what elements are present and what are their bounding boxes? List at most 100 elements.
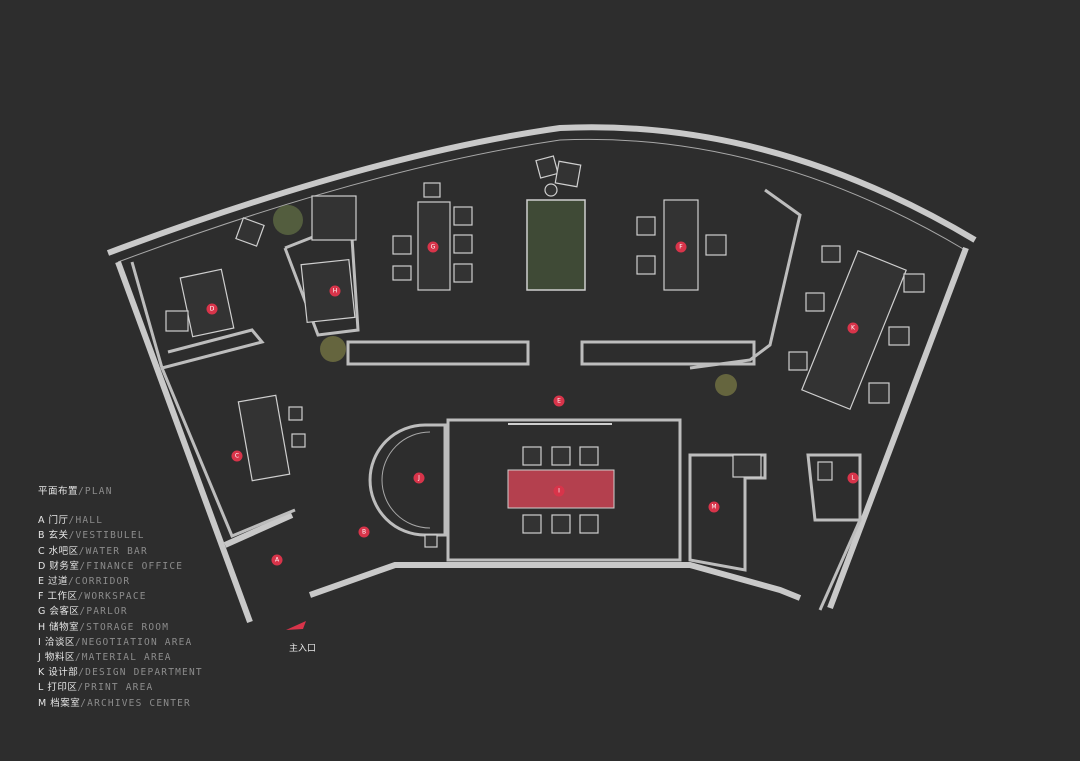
left-exterior-wall xyxy=(115,260,253,624)
negotiation-chair-1 xyxy=(522,446,542,466)
legend-key: D xyxy=(38,560,50,572)
room-marker-h xyxy=(329,285,341,297)
legend-en: /CORRIDOR xyxy=(68,576,131,588)
legend-en: /VESTIBULEL xyxy=(68,530,145,542)
workspace-chair-1 xyxy=(636,216,656,236)
room-marker-label-c: C xyxy=(235,453,239,460)
legend-en: /ARCHIVES CENTER xyxy=(80,697,191,709)
room-marker-label-d: D xyxy=(210,306,215,313)
room-marker-label-l: L xyxy=(851,475,855,482)
parlor-chair-1 xyxy=(423,182,441,198)
legend-en: /WATER BAR xyxy=(78,545,148,557)
parlor-chair-6 xyxy=(392,265,412,281)
room-marker-b xyxy=(358,526,370,538)
room-marker-label-m: M xyxy=(711,504,716,511)
room-k-wall xyxy=(689,188,802,370)
negotiation-chair-4 xyxy=(522,514,542,534)
design-chair-4 xyxy=(888,326,910,346)
legend-key: C xyxy=(38,545,49,557)
legend-key: I xyxy=(38,636,45,648)
courtyard-chair-1 xyxy=(535,155,559,179)
right-exterior-wall xyxy=(827,246,969,610)
legend-cn: 储物室 xyxy=(49,621,80,633)
room-marker-label-i: I xyxy=(558,488,560,495)
right-inner-wall xyxy=(818,519,862,611)
room-marker-m xyxy=(708,501,720,513)
room-marker-f xyxy=(675,241,687,253)
room-marker-label-e: E xyxy=(557,398,561,405)
room-marker-label-j: J xyxy=(417,475,420,482)
legend-item-c: C 水吧区/WATER BAR xyxy=(38,544,203,559)
legend-item-l: L 打印区/PRINT AREA xyxy=(38,680,203,695)
legend-item-h: H 储物室/STORAGE ROOM xyxy=(38,620,203,635)
legend-item-a: A 门厅/HALL xyxy=(38,513,203,528)
negotiation-chair-3 xyxy=(579,446,599,466)
storage-block xyxy=(311,195,357,241)
planter-3 xyxy=(715,374,737,396)
room-marker-c xyxy=(231,450,243,462)
legend-cn: 洽谈区 xyxy=(44,636,75,648)
legend-cn: 过道 xyxy=(48,576,69,588)
parlor-chair-2 xyxy=(453,206,473,226)
partition-right xyxy=(580,340,756,366)
room-marker-label-f: F xyxy=(679,244,683,251)
bottom-wall xyxy=(309,562,802,601)
planter-1 xyxy=(273,205,303,235)
curved-exterior-wall-inner xyxy=(117,138,966,263)
storage-cabinet xyxy=(300,258,356,324)
legend-key: H xyxy=(38,621,50,633)
material-area-arc xyxy=(368,423,447,537)
archives-walls xyxy=(688,453,767,572)
courtyard-chair-2 xyxy=(554,160,582,188)
legend-item-k: K 设计部/DESIGN DEPARTMENT xyxy=(38,665,203,680)
room-c-walls xyxy=(160,367,296,538)
room-marker-k xyxy=(847,322,859,334)
legend-en: /DESIGN DEPARTMENT xyxy=(78,667,203,679)
design-chair-2 xyxy=(903,273,925,293)
legend-item-i: I 洽谈区/NEGOTIATION AREA xyxy=(38,635,203,650)
design-chair-3 xyxy=(805,292,825,312)
material-area-arc-inner xyxy=(381,431,431,529)
legend-item-m: M 档案室/ARCHIVES CENTER xyxy=(38,696,203,711)
legend-en: /MATERIAL AREA xyxy=(74,652,172,664)
legend-cn: 打印区 xyxy=(47,682,78,694)
room-marker-i xyxy=(553,485,565,497)
parlor-chair-5 xyxy=(392,235,412,255)
legend-item-e: E 过道/CORRIDOR xyxy=(38,574,203,589)
legend-en: /PRINT AREA xyxy=(77,682,154,694)
design-chair-5 xyxy=(788,351,808,371)
left-lower-wall xyxy=(223,512,294,548)
legend-key: J xyxy=(38,652,45,664)
legend-key: A xyxy=(38,515,49,527)
legend-cn: 物料区 xyxy=(44,652,75,664)
legend-cn: 财务室 xyxy=(49,560,80,572)
legend-cn: 设计部 xyxy=(48,667,79,679)
legend-cn: 会客区 xyxy=(49,606,80,618)
legend-key: B xyxy=(38,530,49,542)
bar-stool-2 xyxy=(291,433,306,448)
legend-cn: 玄关 xyxy=(48,530,69,542)
legend-key: L xyxy=(38,682,48,694)
legend-cn: 门厅 xyxy=(48,515,69,527)
room-marker-label-h: H xyxy=(333,288,338,295)
legend-cn: 工作区 xyxy=(47,591,78,603)
negotiation-chair-6 xyxy=(579,514,599,534)
entrance-arrow-icon xyxy=(286,621,306,630)
finance-desk xyxy=(179,268,235,338)
courtyard-garden xyxy=(526,199,586,291)
negotiation-chair-2 xyxy=(551,446,571,466)
printer xyxy=(817,461,833,481)
legend-en: /NEGOTIATION AREA xyxy=(74,636,193,648)
room-marker-j xyxy=(413,472,425,484)
legend-en: /FINANCE OFFICE xyxy=(79,560,184,572)
room-d-walls xyxy=(130,261,265,370)
legend-cn: 水吧区 xyxy=(48,545,79,557)
workspace-chair-2 xyxy=(636,255,656,275)
legend-title-cn: 平面布置 xyxy=(38,486,79,497)
planter-2 xyxy=(320,336,346,362)
legend-item-d: D 财务室/FINANCE OFFICE xyxy=(38,559,203,574)
room-marker-label-a: A xyxy=(275,557,280,564)
parlor-chair-4 xyxy=(453,263,473,283)
